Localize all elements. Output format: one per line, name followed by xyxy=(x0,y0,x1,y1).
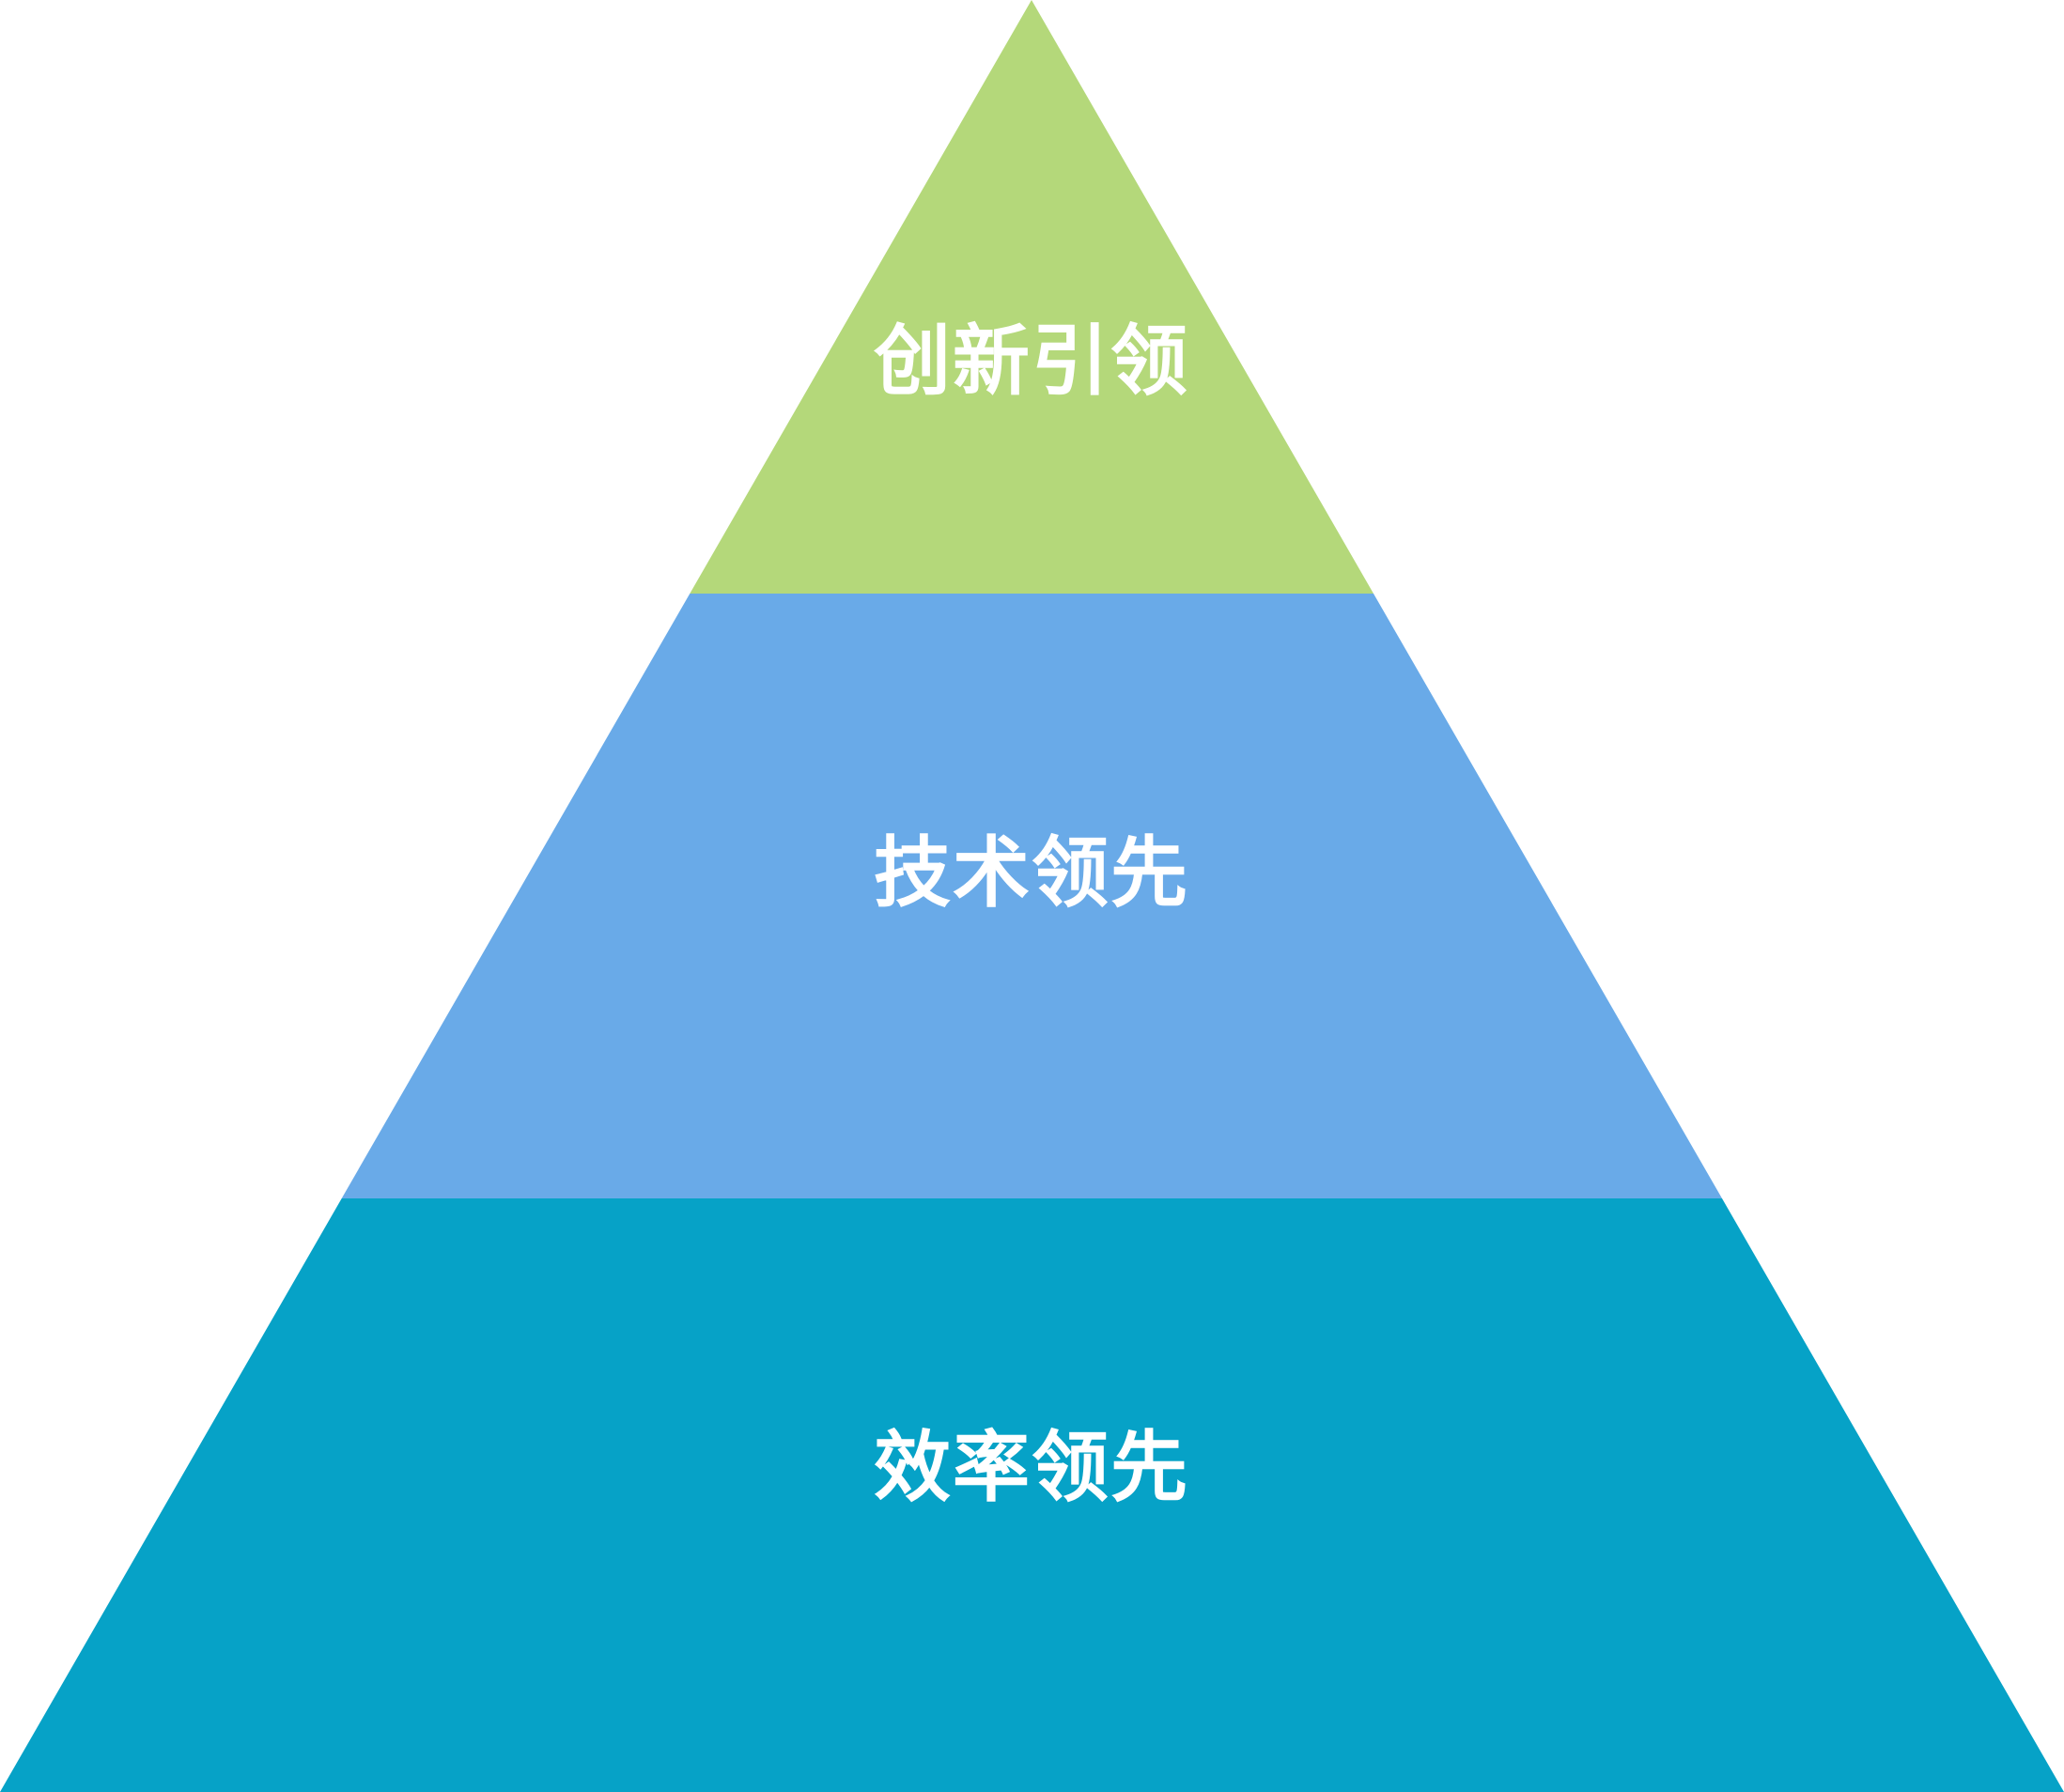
tier-label-efficiency: 效率领先 xyxy=(874,1423,1189,1512)
tier-label-technology: 技术领先 xyxy=(874,828,1189,918)
pyramid-tier-bottom xyxy=(0,1198,2064,1792)
pyramid-tier-middle xyxy=(341,594,1723,1198)
tier-label-innovation: 创新引领 xyxy=(873,317,1189,406)
pyramid-tier-top xyxy=(690,0,1373,594)
